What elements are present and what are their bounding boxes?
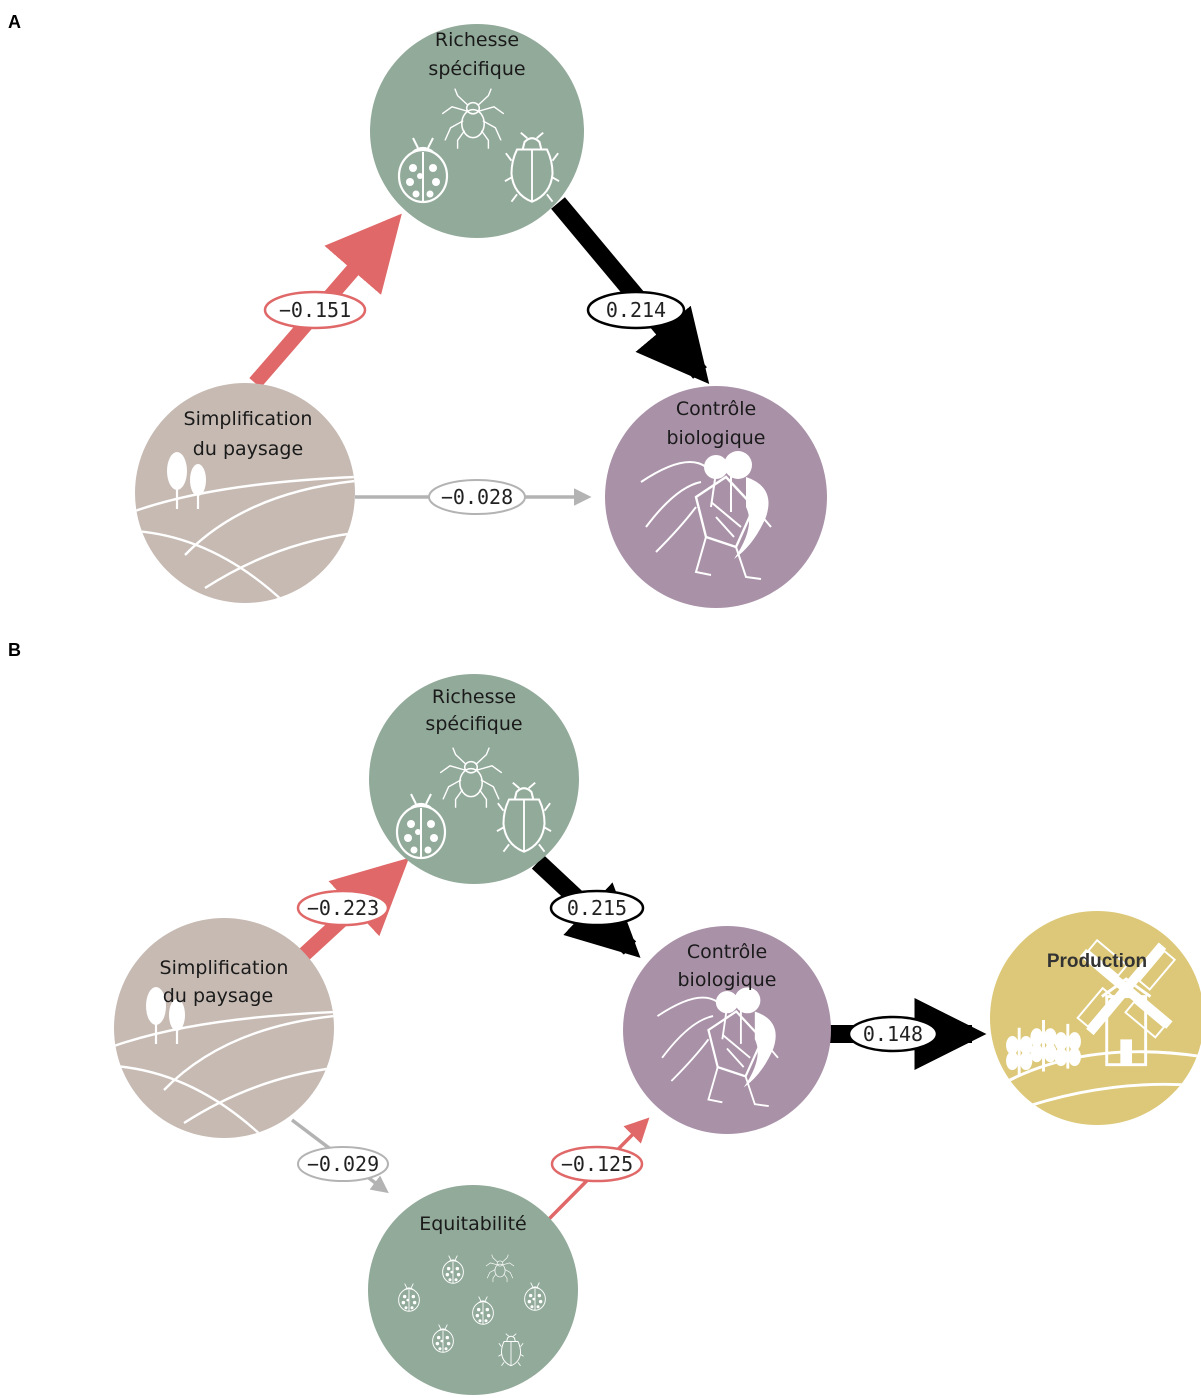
node-b-production-label: Production — [1047, 951, 1147, 972]
coef-b-simp-equi-value: −0.029 — [307, 1152, 379, 1176]
coef-b-simplification-equitabilite: −0.029 — [297, 1146, 389, 1182]
node-a-controle-label-2: biologique — [667, 427, 766, 449]
node-a-controle-label-1: Contrôle — [676, 398, 756, 420]
coef-a-simplification-controle: −0.028 — [428, 479, 526, 515]
node-a-simplification-label-1: Simplification — [184, 408, 313, 430]
node-b-simplification: Simplification du paysage — [114, 918, 334, 1138]
node-a-richesse-label-2: spécifique — [428, 58, 525, 80]
coef-b-controle-production: 0.148 — [847, 1015, 939, 1053]
node-a-richesse-label-1: Richesse — [435, 29, 519, 51]
node-b-richesse-label-1: Richesse — [432, 686, 516, 708]
coef-a-richesse-controle: 0.214 — [586, 290, 686, 330]
panel-a: A Richesse spécifique Simplification du — [8, 12, 827, 608]
edge-a-richesse-to-controle — [551, 197, 710, 385]
node-a-simplification: Simplification du paysage — [135, 383, 355, 603]
node-b-controle-label-1: Contrôle — [687, 941, 767, 963]
panel-b-letter: B — [8, 640, 21, 660]
node-b-controle: Contrôle biologique — [623, 926, 831, 1134]
coef-b-equitabilite-controle: −0.125 — [550, 1145, 644, 1183]
coef-a-simp-ctrl-value: −0.028 — [441, 485, 513, 509]
node-b-controle-label-2: biologique — [678, 969, 777, 991]
coef-b-equi-ctrl-value: −0.125 — [561, 1152, 633, 1176]
node-a-simplification-label-2: du paysage — [193, 438, 303, 460]
panel-a-letter: A — [8, 12, 21, 32]
coef-b-ctrl-prod-value: 0.148 — [863, 1022, 923, 1046]
node-b-production: Production — [990, 911, 1201, 1125]
node-b-simplification-label-2: du paysage — [163, 985, 273, 1007]
node-b-richesse: Richesse spécifique — [369, 674, 579, 884]
coef-a-rich-ctrl-value: 0.214 — [606, 298, 666, 322]
node-b-equitabilite: Equitabilité — [368, 1185, 578, 1395]
coef-b-richesse-controle: 0.215 — [549, 889, 645, 927]
panel-b: B Richesse spécifique — [8, 640, 1201, 1395]
node-a-controle: Contrôle biologique — [605, 386, 827, 608]
coef-a-simplification-richesse: −0.151 — [263, 290, 367, 330]
node-b-simplification-label-1: Simplification — [160, 957, 289, 979]
node-b-richesse-label-2: spécifique — [425, 713, 522, 735]
coef-a-simp-rich-value: −0.151 — [279, 298, 351, 322]
node-b-equitabilite-label: Equitabilité — [419, 1213, 527, 1235]
coef-b-simp-rich-value: −0.223 — [307, 896, 379, 920]
coef-b-simplification-richesse: −0.223 — [296, 889, 390, 927]
node-a-richesse: Richesse spécifique — [370, 24, 584, 238]
coef-b-rich-ctrl-value: 0.215 — [567, 896, 627, 920]
